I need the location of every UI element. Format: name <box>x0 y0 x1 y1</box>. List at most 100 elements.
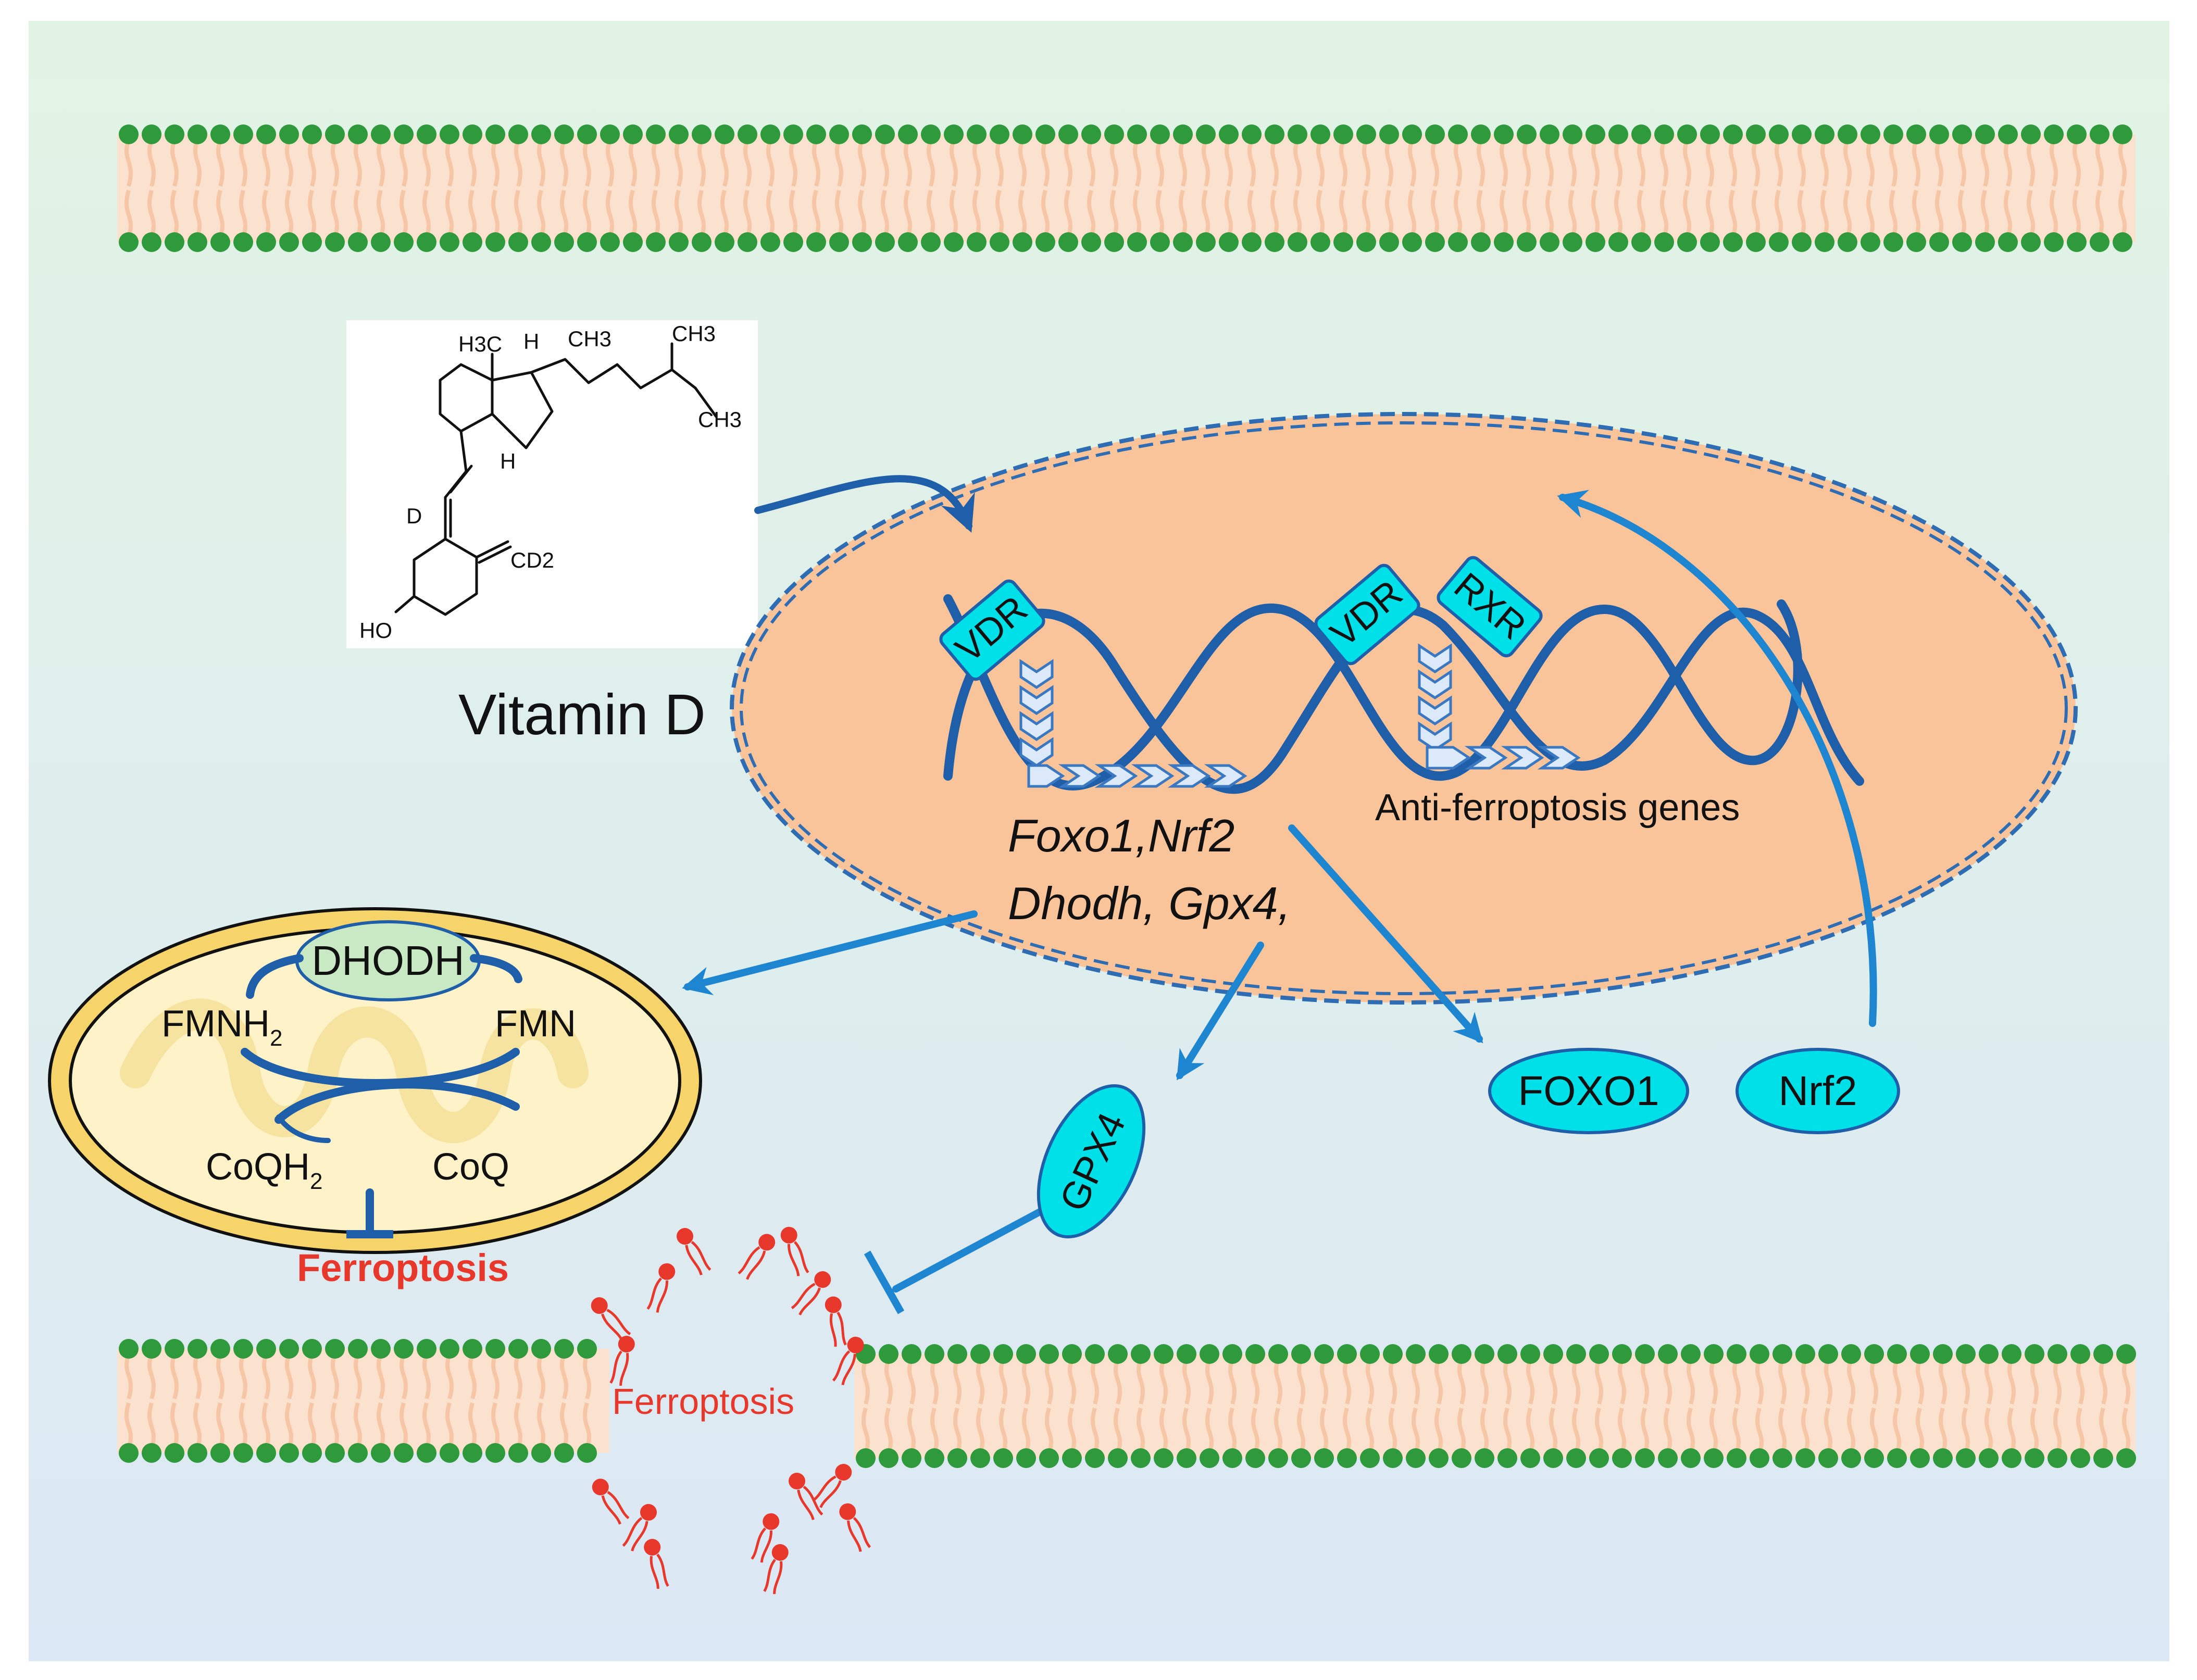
lipid-tail <box>1133 190 1141 238</box>
lipid-head <box>2067 232 2087 252</box>
lipid-tail <box>1179 139 1187 187</box>
foxo1-protein <box>1488 1048 1689 1134</box>
lipid-head <box>485 1339 505 1359</box>
lipid-tail <box>1962 1407 1970 1454</box>
lipid-tail <box>2122 1407 2130 1454</box>
lipid-tail <box>1503 1407 1512 1454</box>
lipid-head <box>970 1344 990 1364</box>
lipid-tail <box>1893 1407 1901 1454</box>
lipid-tail <box>881 190 889 238</box>
lipid-head <box>2025 1448 2044 1468</box>
lipid-tail <box>1225 190 1233 238</box>
lipid-tail <box>881 139 889 187</box>
lipid-head <box>508 124 528 144</box>
lipid-tail <box>1041 190 1050 238</box>
lipid-head <box>1750 1448 1769 1468</box>
lipid-tail <box>560 1353 568 1400</box>
lipid-head <box>440 1443 459 1463</box>
lipid-tail <box>1916 1358 1924 1405</box>
label-h-bottom: H <box>500 449 516 473</box>
lipid-head <box>1543 1344 1563 1364</box>
lipid-tail <box>1247 139 1256 187</box>
lipid-head <box>2021 232 2041 252</box>
lipid-tail <box>491 1353 500 1400</box>
lipid-tail <box>1022 1358 1030 1405</box>
lipid-tail <box>1687 1407 1695 1454</box>
lipid-tail <box>468 139 477 187</box>
lipid-head <box>1979 1344 1999 1364</box>
lipid-tail <box>1775 139 1783 187</box>
lipid-tail <box>1431 139 1439 187</box>
lipid-head <box>188 232 207 252</box>
lipid-tail <box>583 190 591 238</box>
lipid-head <box>1173 232 1193 252</box>
lipid-tail <box>675 190 683 238</box>
lipid-head <box>165 232 184 252</box>
lipid-head <box>1200 1344 1219 1364</box>
lipid-tail <box>537 1353 545 1400</box>
cell-membrane-top <box>117 124 2136 252</box>
lipid-head <box>1746 124 1766 144</box>
lipid-tail <box>1595 1358 1603 1405</box>
lipid-head <box>2116 1344 2136 1364</box>
anti-ferroptosis-genes-label: Anti-ferroptosis genes <box>1375 787 1740 829</box>
lipid-tail <box>930 1358 939 1405</box>
lipid-head <box>1452 1344 1471 1364</box>
lipid-tail <box>697 139 706 187</box>
lipid-head <box>1906 124 1926 144</box>
nucleus-to-mitochondrion-arrow <box>682 910 978 996</box>
lipid-head <box>1242 124 1262 144</box>
lipid-head <box>1497 1448 1517 1468</box>
lipid-head <box>577 124 597 144</box>
lipid-tail <box>884 1407 893 1454</box>
lipid-head <box>1245 1448 1265 1468</box>
lipid-head <box>554 232 574 252</box>
lipid-tail <box>491 139 500 187</box>
lipid-head <box>348 1443 368 1463</box>
oxidized-lipid <box>812 1464 852 1508</box>
lipid-tail <box>1820 139 1829 187</box>
lipid-tail <box>2099 1358 2107 1405</box>
lipid-head <box>1933 1448 1953 1468</box>
lipid-head <box>1383 1344 1403 1364</box>
lipid-tail <box>1297 1358 1305 1405</box>
lipid-tail <box>331 190 339 238</box>
lipid-tail <box>400 139 408 187</box>
lipid-tail <box>1870 1358 1878 1405</box>
lipid-tail <box>262 1402 270 1449</box>
lipid-tail <box>583 1353 591 1400</box>
lipid-tail <box>2050 139 2058 187</box>
lipid-head <box>1929 124 1949 144</box>
lipid-tail <box>1522 139 1531 187</box>
lipid-tail <box>2030 1407 2039 1454</box>
lipid-head <box>1452 1448 1471 1468</box>
lipid-head <box>577 1339 597 1359</box>
lipid-tail <box>1687 1358 1695 1405</box>
lipid-tail <box>400 1402 408 1449</box>
lipid-tail <box>2007 1407 2016 1454</box>
oxidized-lipid <box>646 1263 676 1313</box>
lipid-tail <box>2030 1358 2039 1405</box>
lipid-tail <box>1457 1407 1466 1454</box>
lipid-head <box>2093 1344 2113 1364</box>
nucleus <box>730 412 2078 1005</box>
lipid-tail <box>1641 1407 1649 1454</box>
lipid-head <box>1906 232 1926 252</box>
lipid-tail <box>1732 1407 1741 1454</box>
genes-line-2: Dhodh, Gpx4, <box>1008 877 1291 929</box>
lipid-head <box>1104 232 1124 252</box>
lipid-tail <box>1797 139 1806 187</box>
lipid-head <box>1658 1344 1678 1364</box>
lipid-tail <box>1274 1407 1282 1454</box>
lipid-tail <box>1156 190 1164 238</box>
lipid-head <box>1406 1344 1426 1364</box>
lipid-tail <box>1297 1407 1305 1454</box>
lipid-tail <box>1958 139 1966 187</box>
oxidized-lipid <box>738 1234 776 1280</box>
lipid-head <box>1062 1448 1082 1468</box>
lipid-head <box>2116 1448 2136 1468</box>
lipid-head <box>1127 232 1147 252</box>
lipid-head <box>1497 1344 1517 1364</box>
lipid-head <box>1471 232 1491 252</box>
lipid-head <box>1222 1448 1242 1468</box>
